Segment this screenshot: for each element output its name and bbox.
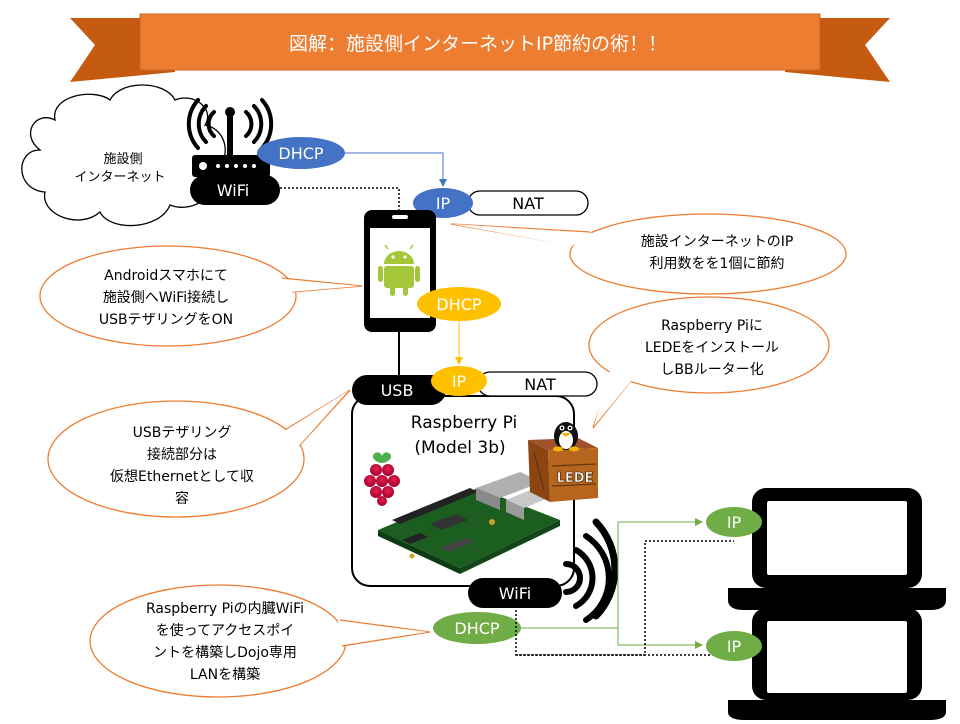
laptop-1-ip-label: IP <box>727 513 742 532</box>
usb-badge: USB <box>352 375 446 405</box>
ip-nat-top: NAT IP <box>413 188 589 218</box>
router-phone-link <box>280 187 400 210</box>
wireless-waves-icon <box>563 518 619 623</box>
callout-lede: Raspberry Piに LEDEをインストール しBBルーター化 <box>588 296 830 429</box>
callout-ip-saving-line1: 施設インターネットのIP <box>641 234 794 250</box>
internet-cloud: 施設側 インターネット <box>21 84 226 227</box>
dhcp-top-label: DHCP <box>278 144 324 163</box>
callout-ap-line2: を使ってアクセスポイ <box>156 622 295 639</box>
callout-ap-line1: Raspberry Piの内臓WiFi <box>146 601 304 617</box>
callout-ap-line4: LANを構築 <box>190 667 260 683</box>
laptop-2-ip: IP <box>706 631 762 661</box>
laptop-2-ip-label: IP <box>727 637 742 656</box>
cloud-label-line2: インターネット <box>74 170 165 185</box>
callout-ip-saving: 施設インターネットのIP 利用数をを1個に節約 <box>450 213 847 295</box>
callout-usb: USBテザリング 接続部分は 仮想Ethernetとして収 容 <box>47 389 351 518</box>
callout-lede-line2: LEDEをインストール <box>645 340 779 356</box>
dhcp-phone-label: DHCP <box>436 295 482 314</box>
title-text: 図解：施設側インターネットIP節約の術！！ <box>289 33 667 55</box>
dhcp-pi-label: DHCP <box>454 619 500 638</box>
cloud-label-line1: 施設側 <box>103 151 142 167</box>
wifi-router: WiFi <box>186 98 280 205</box>
raspberry-pi-logo-icon <box>364 452 400 506</box>
router-wifi-label: WiFi <box>217 181 249 200</box>
callout-android-line2: 施設側へWiFi接続し <box>103 289 229 306</box>
callout-android-line1: Androidスマホにて <box>104 268 228 284</box>
ip-top-label: IP <box>436 194 451 213</box>
callout-ap: Raspberry Piの内臓WiFi を使ってアクセスポイ ントを構築しDoj… <box>89 584 431 698</box>
pi-box-line1: Raspberry Pi <box>411 413 518 433</box>
callout-android-line3: USBテザリングをON <box>99 312 233 328</box>
ip-pi-label: IP <box>452 372 467 391</box>
callout-usb-line1: USBテザリング <box>133 425 232 441</box>
laptop-1-ip: IP <box>706 507 762 537</box>
callout-usb-line4: 容 <box>175 490 189 507</box>
callout-ip-saving-line2: 利用数をを1個に節約 <box>650 255 785 272</box>
laptop-1-icon <box>728 488 946 610</box>
nat-pi-label: NAT <box>524 375 556 394</box>
pi-wifi-badge: WiFi <box>468 578 562 608</box>
dhcp-top-arrow <box>345 152 447 187</box>
pi-box-line2: (Model 3b) <box>414 438 505 458</box>
pi-wifi-label: WiFi <box>499 584 531 603</box>
usb-label: USB <box>381 381 414 400</box>
title-banner: 図解：施設側インターネットIP節約の術！！ <box>70 13 890 82</box>
callout-usb-line2: 接続部分は <box>147 446 217 463</box>
nat-top-label: NAT <box>512 194 544 213</box>
dhcp-pi-arrow-laptop2 <box>521 627 703 649</box>
dhcp-top: DHCP <box>257 137 345 169</box>
android-logo-icon <box>378 244 420 296</box>
tux-penguin-icon <box>553 422 579 452</box>
callout-usb-line3: 仮想Ethernetとして収 <box>110 469 254 485</box>
ip-nat-pi: NAT IP <box>431 366 598 397</box>
callout-ap-line3: ントを構築しDojo専用 <box>153 645 297 661</box>
callout-lede-line1: Raspberry Piに <box>661 318 763 334</box>
dhcp-pi: DHCP <box>433 612 521 644</box>
router-wifi-waves-icon <box>186 98 274 150</box>
laptop-2-icon <box>728 608 946 720</box>
callout-lede-line3: しBBルーター化 <box>660 362 763 378</box>
callout-android: Androidスマホにて 施設側へWiFi接続し USBテザリングをON <box>39 245 363 347</box>
lede-label: LEDE <box>557 471 594 486</box>
lede-crate: LEDE <box>528 422 598 502</box>
dhcp-phone: DHCP <box>417 287 501 321</box>
